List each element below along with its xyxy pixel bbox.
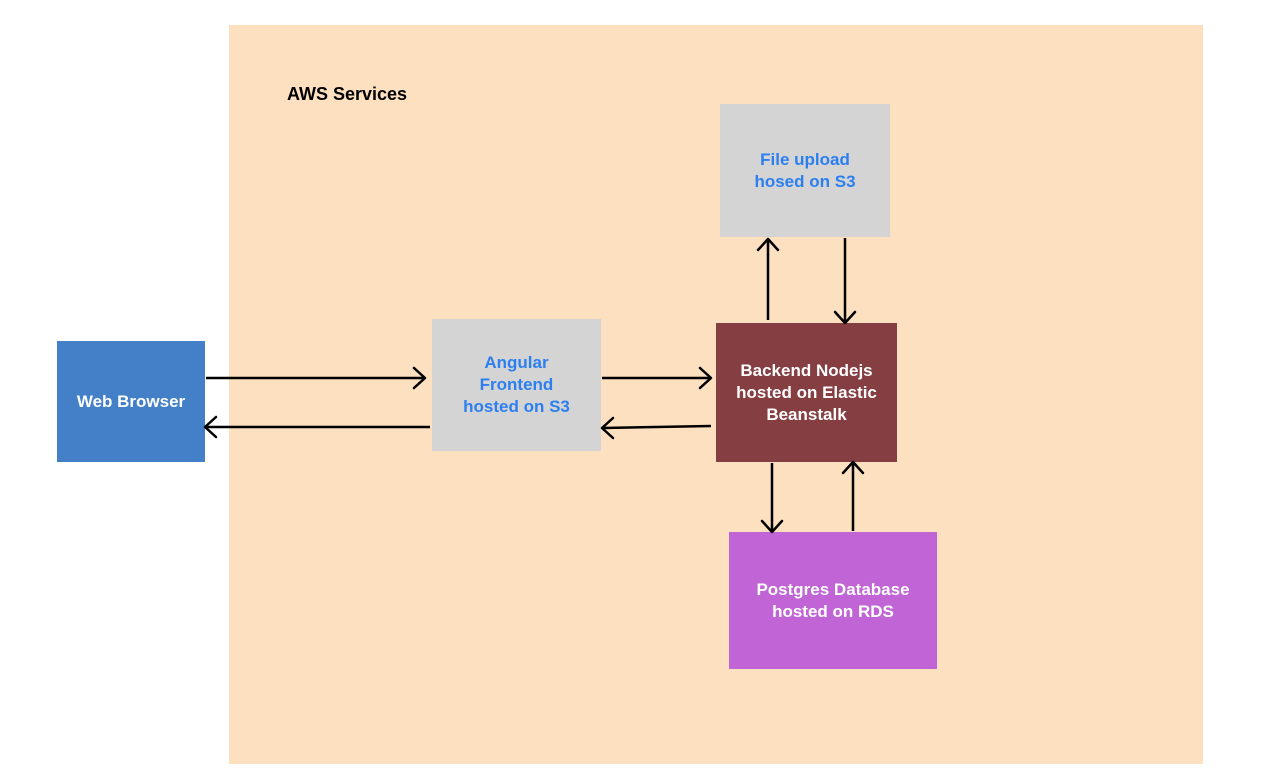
postgres-node[interactable]: Postgres Database hosted on RDS (729, 532, 937, 669)
file-upload-node[interactable]: File upload hosed on S3 (720, 104, 890, 237)
node-label: Angular Frontend hosted on S3 (463, 352, 570, 418)
angular-frontend-node[interactable]: Angular Frontend hosted on S3 (432, 319, 601, 451)
node-label: Postgres Database hosted on RDS (756, 579, 909, 623)
node-label-line: hosted on S3 (463, 397, 570, 416)
node-label-line: hosed on S3 (754, 171, 856, 191)
node-label-line: hosted on Elastic (736, 382, 877, 402)
node-label-line: Beanstalk (766, 404, 847, 424)
node-label-line: Backend Nodejs (740, 360, 873, 380)
node-label: Web Browser (77, 391, 185, 413)
region-label: AWS Services (287, 84, 408, 104)
node-label-line: File upload (760, 149, 850, 169)
web-browser-node[interactable]: Web Browser (57, 341, 205, 462)
node-label-line: Web Browser (76, 391, 186, 411)
backend-node[interactable]: Backend Nodejs hosted on Elastic Beansta… (716, 323, 897, 462)
node-label-line: Postgres Database (756, 579, 910, 599)
node-label-line: Angular (484, 353, 549, 372)
node-label-line: hosted on RDS (772, 601, 894, 621)
node-label: File upload hosed on S3 (754, 149, 855, 193)
node-label: Backend Nodejs hosted on Elastic Beansta… (736, 360, 877, 426)
node-label-line: Frontend (479, 375, 554, 394)
